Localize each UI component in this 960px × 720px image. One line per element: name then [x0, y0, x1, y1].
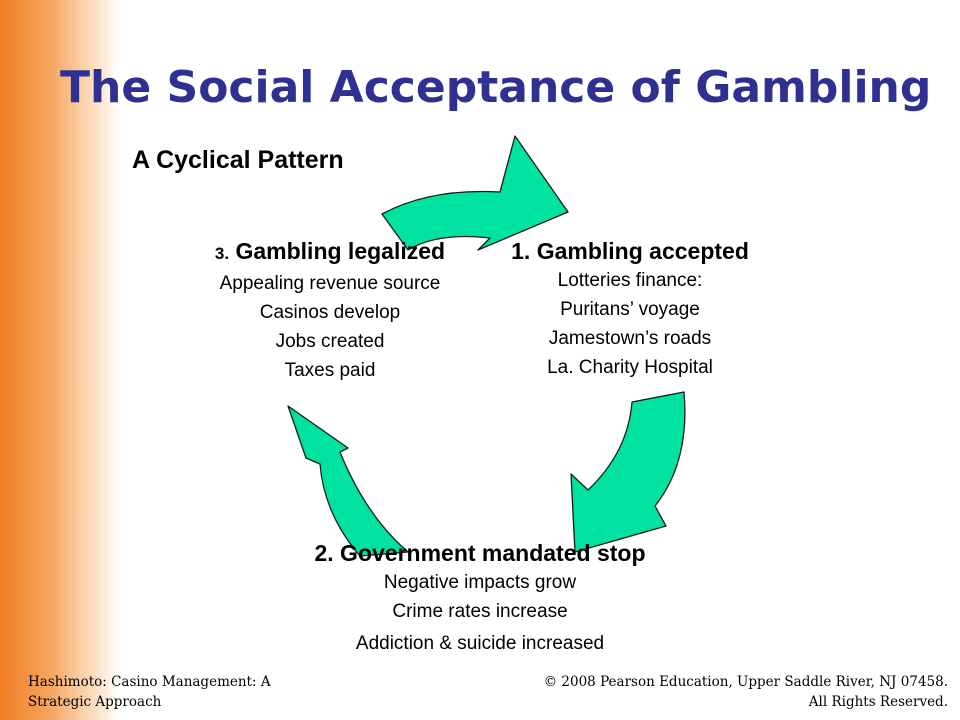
- stage-stop-heading: 2. Government mandated stop: [314, 540, 646, 566]
- stage-legalized: 3. Gambling legalized Appealing revenue …: [180, 236, 480, 385]
- stage-accepted-line: Jamestown’s roads: [548, 328, 712, 349]
- arrow-stop-to-legalized: [287, 405, 409, 557]
- stage-legalized-line: Appealing revenue source: [219, 273, 441, 294]
- stage-legalized-line: Jobs created: [275, 331, 385, 352]
- stage-legalized-line: Taxes paid: [284, 360, 376, 381]
- footer-left-line: Hashimoto: Casino Management: A: [28, 674, 271, 690]
- stage-legalized-line: Casinos develop: [259, 302, 401, 323]
- orange-side-band: [0, 0, 120, 720]
- stage-accepted-line: Puritans’ voyage: [560, 299, 700, 320]
- stage-stop: 2. Government mandated stop Negative imp…: [230, 538, 730, 658]
- stage-accepted-heading: 1. Gambling accepted: [511, 238, 749, 264]
- arrow-legalized-to-accepted: [381, 135, 569, 251]
- stage-stop-line: Negative impacts grow: [383, 572, 577, 593]
- stage-accepted: 1. Gambling accepted Lotteries finance: …: [480, 236, 780, 382]
- stage-stop-line: Crime rates increase: [392, 601, 568, 622]
- footer-right-line: All Rights Reserved.: [808, 694, 948, 710]
- slide-subtitle: A Cyclical Pattern: [132, 146, 344, 174]
- footer-right-line: © 2008 Pearson Education, Upper Saddle R…: [543, 674, 948, 690]
- stage-accepted-line: Lotteries finance:: [557, 270, 703, 291]
- stage-legalized-title: Gambling legalized: [235, 238, 446, 264]
- footer-left-line: Strategic Approach: [28, 694, 162, 710]
- slide-title: The Social Acceptance of Gambling: [60, 62, 932, 113]
- footer-book-title: Hashimoto: Casino Management: A Strategi…: [28, 672, 328, 712]
- stage-stop-line: Addiction & suicide increased: [355, 633, 605, 654]
- stage-accepted-line: La. Charity Hospital: [547, 357, 713, 378]
- stage-legalized-number: 3.: [214, 244, 230, 263]
- arrow-accepted-to-stop: [570, 391, 686, 553]
- footer-copyright: © 2008 Pearson Education, Upper Saddle R…: [428, 672, 948, 712]
- stage-legalized-heading: 3. Gambling legalized: [180, 236, 480, 269]
